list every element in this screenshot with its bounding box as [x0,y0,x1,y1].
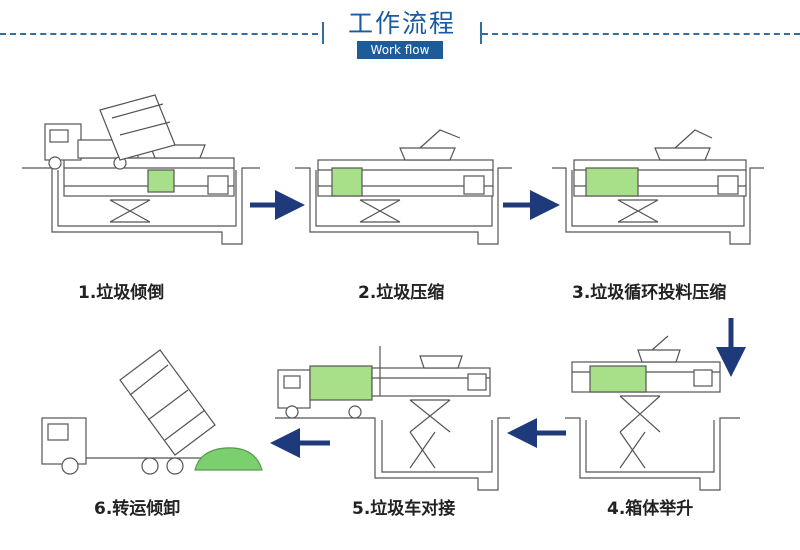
step-3-label: 3.垃圾循环投料压缩 [572,283,727,303]
step-4-label: 4.箱体举升 [607,499,694,519]
step-6-diagram [41,349,263,475]
title-bracket [322,22,482,44]
step-6-label: 6.转运倾卸 [94,499,181,519]
step-5-diagram [275,346,510,491]
page-subtitle: Work flow [357,41,443,59]
step-1-diagram [22,94,260,245]
step-2-label: 2.垃圾压缩 [358,283,445,303]
step-2-diagram [295,129,512,245]
header-divider-left [0,33,318,35]
step-3-diagram [552,129,764,245]
step-1-label: 1.垃圾倾倒 [78,283,165,303]
page-title: 工作流程 [347,9,456,38]
header-divider-right [482,33,800,35]
step-4-diagram [565,335,740,491]
step-5-label: 5.垃圾车对接 [352,499,456,519]
